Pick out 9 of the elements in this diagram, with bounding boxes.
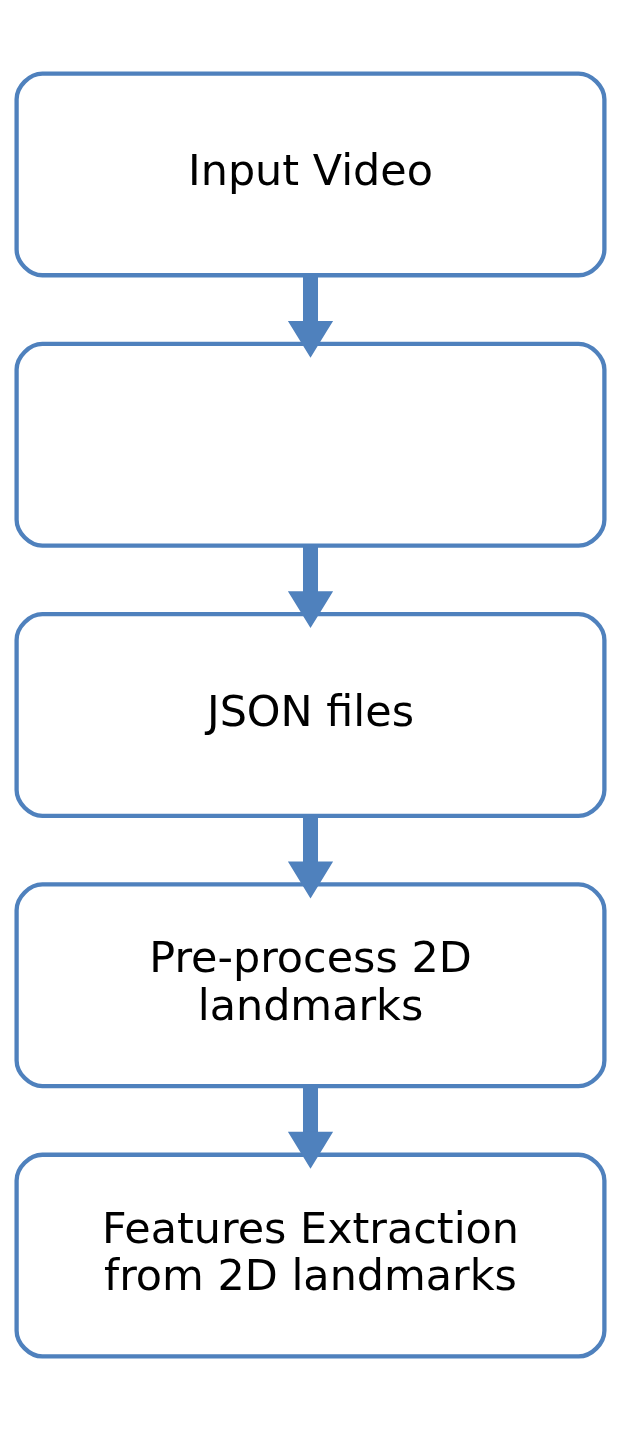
- arrow: [287, 275, 334, 358]
- arrow: [287, 815, 334, 898]
- arrow: [287, 1086, 334, 1169]
- node-box: Input Video: [14, 70, 607, 277]
- node-box: [14, 341, 607, 548]
- node-box: Pre-process 2D landmarks: [14, 881, 607, 1088]
- node-box: JSON files: [14, 611, 607, 818]
- node-box: Features Extraction from 2D landmarks: [14, 1152, 607, 1359]
- arrow: [287, 545, 334, 628]
